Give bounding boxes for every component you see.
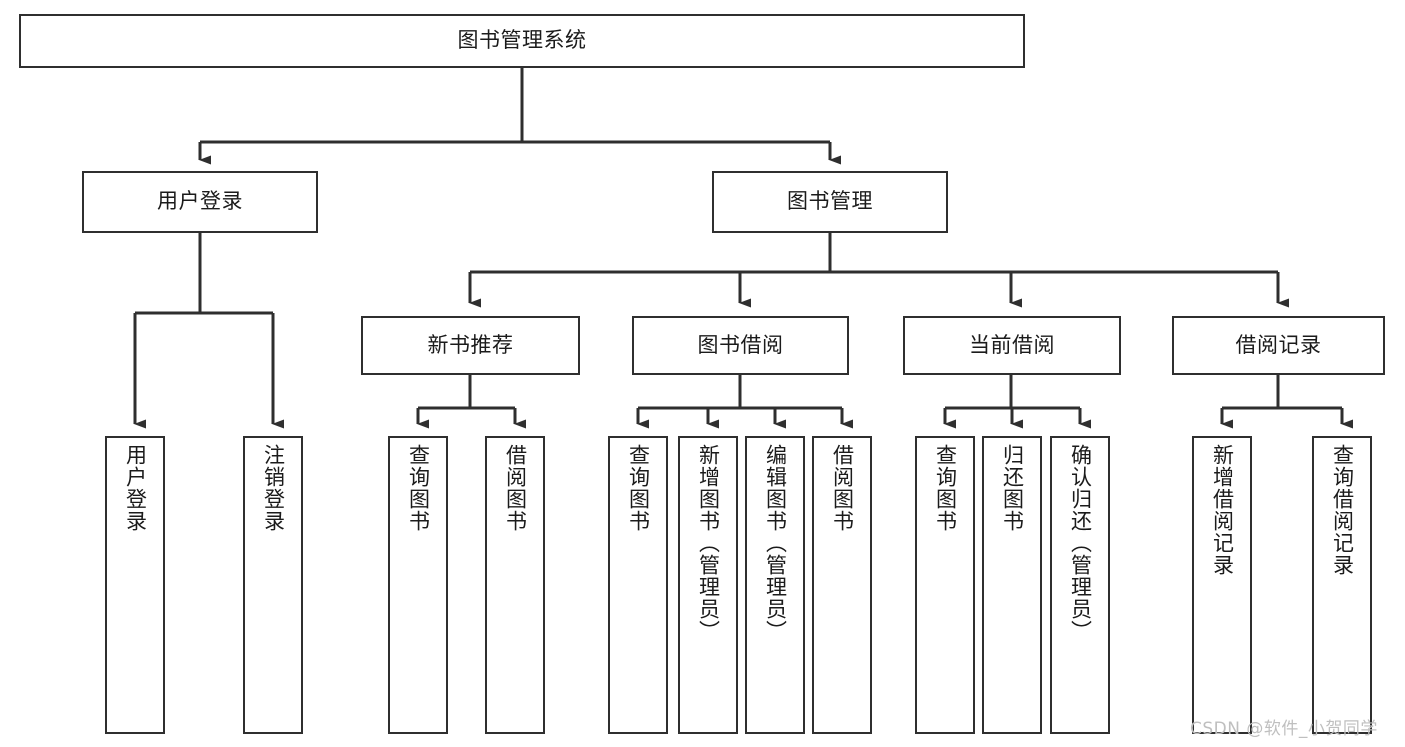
node-new-book-recommend[interactable]: 新书推荐 [361,316,580,375]
node-leaf-borrow-book-2[interactable]: 借阅图书 [812,436,872,734]
node-leaf-edit-book-label: 编辑图书（管理员） [763,444,788,642]
node-book-management[interactable]: 图书管理 [712,171,948,233]
node-leaf-borrow-book-2-label: 借阅图书 [830,444,855,532]
node-root-label: 图书管理系统 [457,28,587,53]
node-leaf-confirm-return[interactable]: 确认归还（管理员） [1050,436,1110,734]
node-new-book-recommend-label: 新书推荐 [427,332,514,357]
node-leaf-add-record-label: 新增借阅记录 [1210,444,1235,576]
node-book-borrow[interactable]: 图书借阅 [632,316,849,375]
node-leaf-query-book-1[interactable]: 查询图书 [388,436,448,734]
node-leaf-user-login[interactable]: 用户登录 [105,436,165,734]
node-leaf-logout[interactable]: 注销登录 [243,436,303,734]
node-leaf-borrow-book-1-label: 借阅图书 [503,444,528,532]
node-current-borrow-label: 当前借阅 [969,332,1055,357]
node-leaf-query-record[interactable]: 查询借阅记录 [1312,436,1372,734]
node-leaf-query-book-1-label: 查询图书 [406,444,431,532]
node-leaf-return-book-label: 归还图书 [1000,444,1025,532]
node-leaf-add-record[interactable]: 新增借阅记录 [1192,436,1252,734]
node-leaf-query-book-3-label: 查询图书 [933,444,958,532]
node-leaf-return-book[interactable]: 归还图书 [982,436,1042,734]
node-root[interactable]: 图书管理系统 [19,14,1025,68]
node-book-management-label: 图书管理 [787,189,873,214]
node-leaf-confirm-return-label: 确认归还（管理员） [1068,444,1093,642]
node-leaf-query-book-2-label: 查询图书 [626,444,651,532]
node-leaf-logout-label: 注销登录 [261,444,286,532]
node-leaf-borrow-book-1[interactable]: 借阅图书 [485,436,545,734]
node-user-login[interactable]: 用户登录 [82,171,318,233]
node-borrow-record-label: 借阅记录 [1235,332,1322,357]
node-leaf-query-record-label: 查询借阅记录 [1330,444,1355,576]
node-leaf-add-book-label: 新增图书（管理员） [696,444,721,642]
node-current-borrow[interactable]: 当前借阅 [903,316,1121,375]
node-leaf-add-book[interactable]: 新增图书（管理员） [678,436,738,734]
node-book-borrow-label: 图书借阅 [697,332,784,357]
node-leaf-query-book-2[interactable]: 查询图书 [608,436,668,734]
node-leaf-query-book-3[interactable]: 查询图书 [915,436,975,734]
node-leaf-user-login-label: 用户登录 [123,444,148,532]
node-borrow-record[interactable]: 借阅记录 [1172,316,1385,375]
node-leaf-edit-book[interactable]: 编辑图书（管理员） [745,436,805,734]
node-user-login-label: 用户登录 [157,189,243,214]
